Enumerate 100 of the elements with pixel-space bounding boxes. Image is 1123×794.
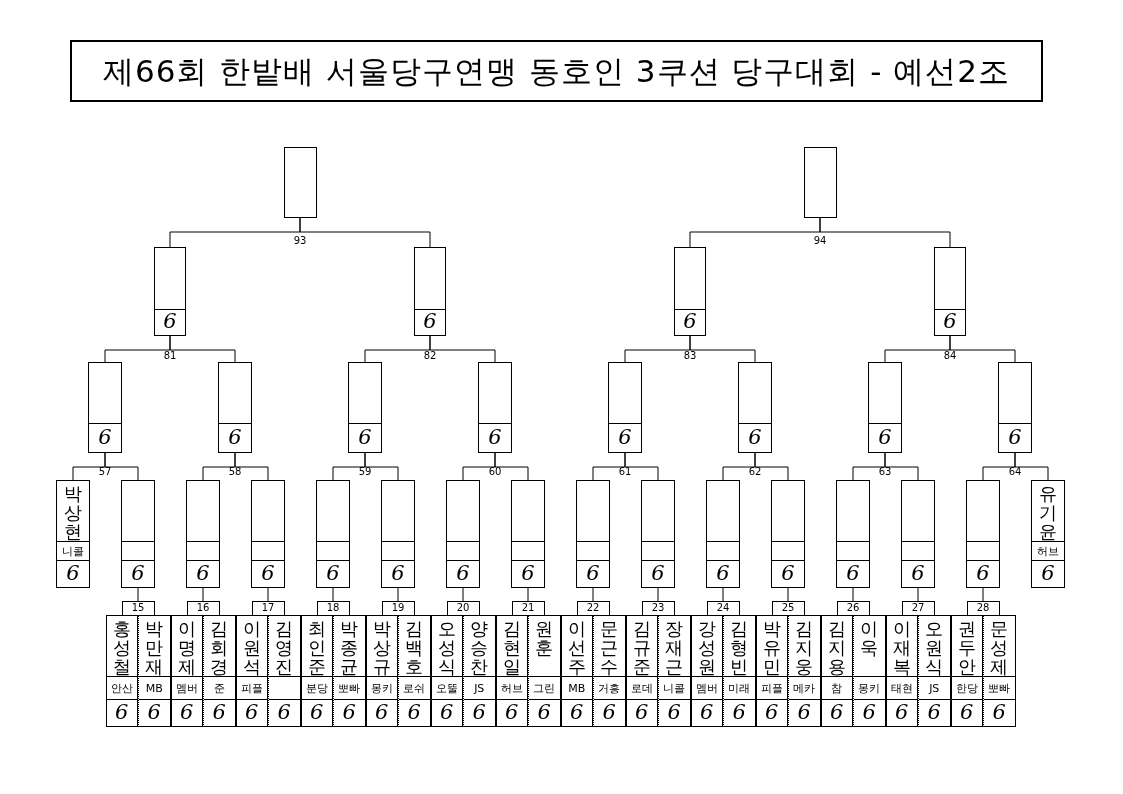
player-column <box>723 615 756 727</box>
player-name: 이명제 <box>177 619 197 676</box>
bracket-line <box>949 335 1016 363</box>
match-number: 18 <box>325 602 341 614</box>
club-name: 한당 <box>951 676 982 699</box>
club-name: 로데 <box>626 676 657 699</box>
score-mark: 6 <box>821 699 852 726</box>
player-column <box>918 615 951 727</box>
score-mark: 6 <box>967 560 999 587</box>
match-number: 23 <box>650 602 666 614</box>
score-mark: 6 <box>155 309 185 335</box>
round-number: 60 <box>487 467 503 477</box>
round-number: 64 <box>1007 467 1023 477</box>
club-name: MB <box>561 676 592 699</box>
score-mark: 6 <box>837 560 869 587</box>
round-number: 81 <box>162 351 178 361</box>
player-name: 유기윤 <box>1038 484 1058 541</box>
score-mark: 6 <box>609 423 641 452</box>
bracket-box <box>674 247 706 336</box>
club-name: JS <box>464 676 495 699</box>
bracket-box <box>641 480 675 588</box>
player-name: 김규준 <box>632 619 652 676</box>
score-mark: 6 <box>415 309 445 335</box>
bracket-box <box>121 480 155 588</box>
score-mark: 6 <box>886 699 917 726</box>
bracket-line <box>722 587 724 602</box>
club-name: 멤버 <box>171 676 202 699</box>
club-name: 오뚤 <box>431 676 462 699</box>
bracket-box <box>706 480 740 588</box>
player-column <box>203 615 236 727</box>
score-mark: 6 <box>659 699 690 726</box>
bracket-line <box>137 587 139 602</box>
match-number: 20 <box>455 602 471 614</box>
score-mark: 6 <box>594 699 625 726</box>
bracket-box <box>316 480 350 588</box>
player-column <box>398 615 431 727</box>
bracket-box <box>478 362 512 453</box>
player-column <box>755 615 788 727</box>
bracket-line <box>852 587 854 602</box>
score-mark: 6 <box>626 699 657 726</box>
bracket-box <box>446 480 480 588</box>
player-column <box>885 615 918 727</box>
score-mark: 6 <box>869 423 901 452</box>
round-number: 84 <box>942 351 958 361</box>
club-name: 허브 <box>1032 541 1064 560</box>
match-number: 15 <box>130 602 146 614</box>
round-number: 61 <box>617 467 633 477</box>
score-mark: 6 <box>431 699 462 726</box>
score-mark: 6 <box>789 699 820 726</box>
bracket-line <box>819 217 951 248</box>
player-column <box>788 615 821 727</box>
bracket-box <box>576 480 610 588</box>
player-name: 박상현 <box>63 484 83 541</box>
match-number: 21 <box>520 602 536 614</box>
player-name: 김현일 <box>502 619 522 676</box>
score-mark: 6 <box>577 560 609 587</box>
player-column <box>105 615 138 727</box>
club-name: 메카 <box>789 676 820 699</box>
bracket-line <box>917 587 919 602</box>
score-mark: 6 <box>349 423 381 452</box>
score-mark: 6 <box>724 699 755 726</box>
club-name: 피플 <box>756 676 787 699</box>
bracket-line <box>527 587 529 602</box>
club-name: 니콜 <box>57 541 89 560</box>
score-mark: 6 <box>561 699 592 726</box>
match-number: 22 <box>585 602 601 614</box>
score-mark: 6 <box>269 699 300 726</box>
player-name: 장재근 <box>664 619 684 676</box>
player-name: 김회경 <box>209 619 229 676</box>
score-mark: 6 <box>691 699 722 726</box>
score-mark: 6 <box>382 560 414 587</box>
score-mark: 6 <box>366 699 397 726</box>
match-number: 19 <box>390 602 406 614</box>
player-column <box>593 615 626 727</box>
title-box: 제66회 한밭배 서울당구연맹 동호인 3쿠션 당구대회 - 예선2조 <box>70 40 1043 102</box>
bracket-line <box>332 587 334 602</box>
score-mark: 6 <box>675 309 705 335</box>
bracket-box <box>348 362 382 453</box>
player-column <box>300 615 333 727</box>
player-name: 이재복 <box>892 619 912 676</box>
player-name: 권두안 <box>957 619 977 676</box>
score-mark: 6 <box>57 560 89 587</box>
match-number: 28 <box>975 602 991 614</box>
club-name: 피플 <box>236 676 267 699</box>
bracket-line <box>234 452 269 481</box>
club-name: 멤버 <box>691 676 722 699</box>
player-column <box>625 615 658 727</box>
score-mark: 6 <box>139 699 170 726</box>
bracket-box <box>56 480 90 588</box>
bracket-box <box>1031 480 1065 588</box>
score-mark: 6 <box>399 699 430 726</box>
score-mark: 6 <box>642 560 674 587</box>
club-name: MB <box>139 676 170 699</box>
player-name: 문근수 <box>599 619 619 676</box>
score-mark: 6 <box>204 699 235 726</box>
bracket-line <box>397 587 399 602</box>
round-number: 62 <box>747 467 763 477</box>
round-number: 82 <box>422 351 438 361</box>
player-name: 문성제 <box>989 619 1009 676</box>
bracket-box <box>836 480 870 588</box>
